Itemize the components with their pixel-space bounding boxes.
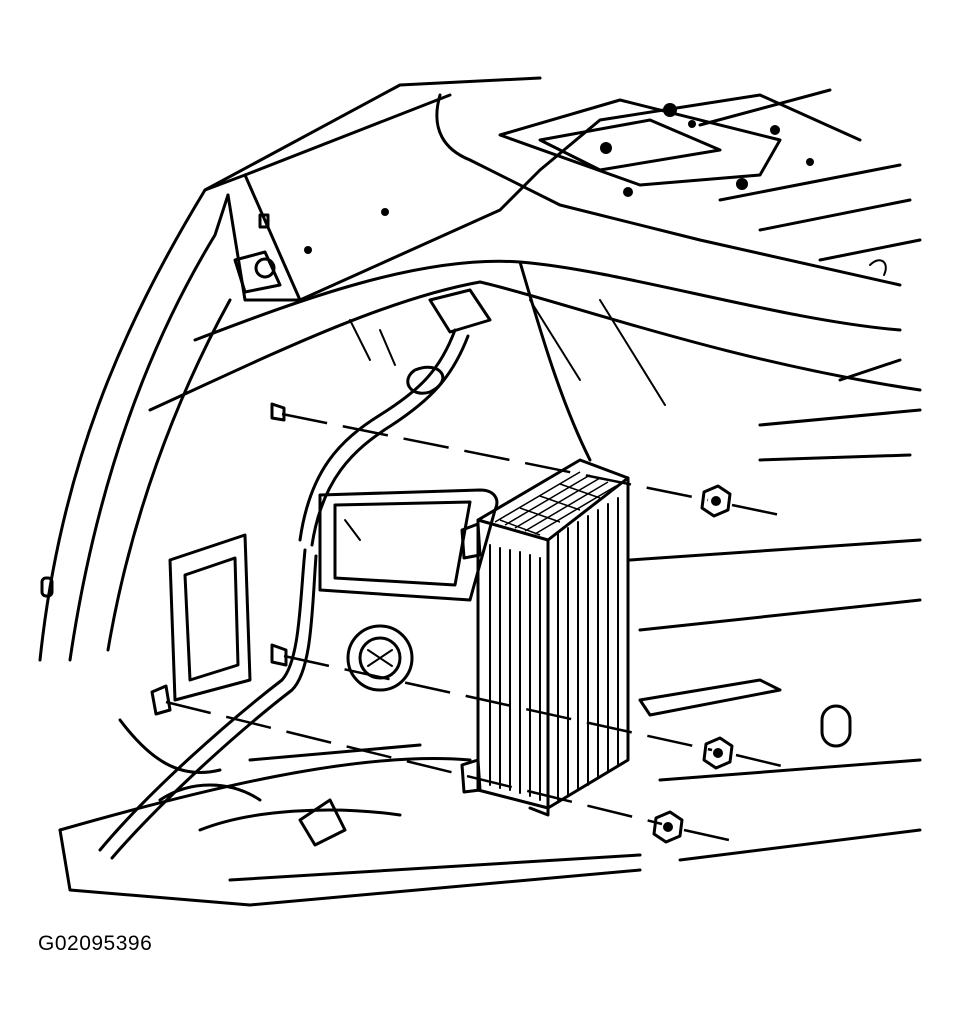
inner-panel-openings — [168, 488, 852, 748]
quarter-panel-outline — [38, 76, 542, 662]
mounting-studs — [150, 402, 288, 716]
figure-id-label: G02095396 — [38, 932, 153, 955]
wire-harness — [98, 328, 470, 860]
wheelhouse-trim — [148, 259, 922, 462]
mounting-nuts — [652, 484, 734, 844]
nut-lower — [652, 810, 684, 844]
amplifier — [460, 458, 630, 817]
nut-middle — [702, 736, 734, 770]
trunk-floor — [58, 538, 922, 907]
amplifier-heat-sink-fins — [489, 497, 619, 801]
alignment-lines — [165, 412, 791, 844]
package-shelf — [298, 88, 922, 302]
nut-upper — [700, 484, 732, 518]
